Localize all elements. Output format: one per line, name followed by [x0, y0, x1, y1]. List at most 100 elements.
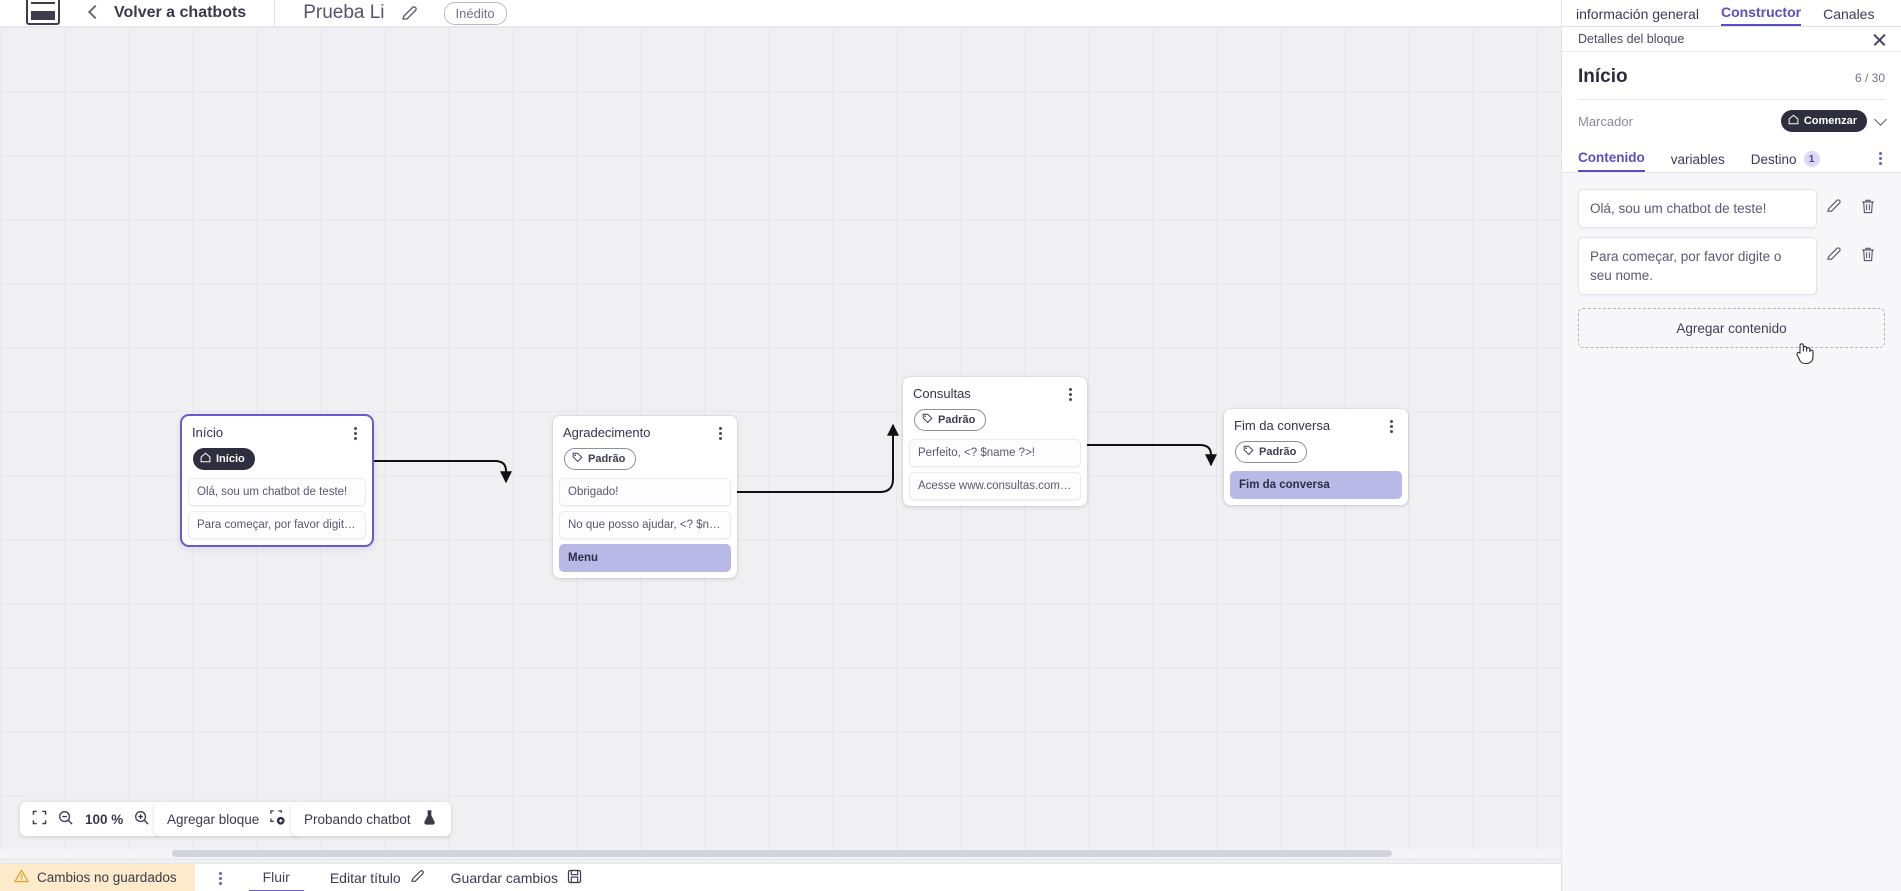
zoom-out-icon[interactable]: [58, 810, 74, 829]
char-counter: 6 / 30: [1854, 71, 1885, 85]
node-menu-icon[interactable]: [1063, 386, 1077, 402]
node-title: Agradecimento: [563, 425, 651, 440]
canvas-horizontal-scrollbar[interactable]: [0, 849, 1561, 858]
tab-variables[interactable]: variables: [1671, 152, 1725, 172]
chevron-down-icon[interactable]: [1874, 112, 1887, 126]
add-block-label: Agregar bloque: [167, 811, 260, 827]
unsaved-changes-indicator: Cambios no guardados: [0, 863, 195, 891]
tab-contenido[interactable]: Contenido: [1578, 150, 1645, 172]
node-messages: Olá, sou um chatbot de teste! Para começ…: [182, 478, 372, 539]
node-header: Agradecimento: [553, 416, 737, 441]
bot-title: Prueba Li: [303, 2, 385, 23]
node-title: Início: [192, 425, 224, 440]
tab-fluir[interactable]: Fluir: [248, 864, 304, 891]
page-title: Início: [1578, 66, 1628, 87]
node-tag-badge[interactable]: Início: [193, 448, 255, 470]
flow-canvas[interactable]: Início Início Olá, sou um chatbot de tes…: [0, 27, 1561, 863]
node-menu-icon[interactable]: [1384, 418, 1398, 434]
panel-body-header: Início 6 / 30 Marcador Comenzar: [1562, 52, 1901, 145]
node-menu-icon[interactable]: [348, 425, 362, 441]
home-icon: [200, 452, 211, 466]
pencil-icon[interactable]: [1817, 189, 1851, 214]
test-chatbot-button[interactable]: Probando chatbot: [291, 802, 451, 836]
tag-icon: [572, 452, 583, 466]
flow-node-inicio[interactable]: Início Início Olá, sou um chatbot de tes…: [182, 416, 372, 545]
node-tag-badge[interactable]: Padrão: [564, 448, 637, 470]
tab-informacion-general[interactable]: información general: [1576, 6, 1699, 22]
pencil-icon: [410, 869, 425, 887]
marcador-row: Marcador Comenzar: [1578, 100, 1887, 145]
kebab-menu-icon[interactable]: [213, 870, 227, 886]
tab-contenido-label: Contenido: [1578, 150, 1645, 165]
node-tag-row: Padrão: [553, 441, 737, 478]
trash-icon[interactable]: [1851, 237, 1885, 263]
pencil-icon[interactable]: [1817, 237, 1851, 262]
edit-title-button[interactable]: Editar título: [330, 869, 425, 887]
content-item-text[interactable]: Para começar, por favor digite o seu nom…: [1578, 237, 1817, 296]
marcador-badge[interactable]: Comenzar: [1780, 110, 1867, 132]
save-changes-label: Guardar cambios: [450, 869, 559, 886]
save-changes-button[interactable]: Guardar cambios: [451, 869, 582, 887]
scrollbar-thumb[interactable]: [172, 850, 1392, 857]
node-message[interactable]: Obrigado!: [559, 478, 731, 506]
tab-canales[interactable]: Canales: [1823, 6, 1875, 22]
content-item: Para começar, por favor digite o seu nom…: [1578, 237, 1885, 296]
flow-node-consultas[interactable]: Consultas Padrão Perfeito, <? $name ?>! …: [903, 377, 1087, 506]
kebab-menu-icon[interactable]: [1873, 150, 1887, 166]
tag-icon: [1243, 445, 1254, 459]
home-icon: [1788, 114, 1799, 128]
node-message[interactable]: No que posso ajudar, <? $name ...: [559, 511, 731, 539]
node-messages: Fim da conversa: [1224, 471, 1408, 499]
fit-screen-icon[interactable]: [32, 810, 47, 828]
flow-node-agradecimento[interactable]: Agradecimento Padrão Obrigado! No que po…: [553, 416, 737, 578]
node-tag-badge[interactable]: Padrão: [914, 409, 987, 431]
node-header: Início: [182, 416, 372, 441]
marcador-control[interactable]: Comenzar: [1780, 110, 1887, 132]
flow-node-fim-da-conversa[interactable]: Fim da conversa Padrão Fim da conversa: [1224, 409, 1408, 505]
tag-icon: [922, 413, 933, 427]
via-logo: [26, 0, 60, 25]
content-item: Olá, sou um chatbot de teste!: [1578, 189, 1885, 229]
status-bar: Cambios no guardados Fluir Editar título…: [0, 863, 1561, 891]
back-to-chatbots-link[interactable]: Volver a chatbots: [114, 4, 247, 21]
block-details-panel: información general Constructor Canales …: [1561, 0, 1901, 891]
add-block-button[interactable]: Agregar bloque: [154, 802, 300, 836]
node-menu-icon[interactable]: [713, 425, 727, 441]
panel-subheader: Detalles del bloque: [1562, 27, 1901, 52]
destino-count-badge: 1: [1803, 151, 1820, 167]
divider: [1578, 99, 1885, 100]
node-tag-label: Padrão: [1259, 446, 1297, 458]
save-disk-icon: [567, 869, 582, 887]
back-chevron-icon[interactable]: [87, 4, 103, 20]
node-message[interactable]: Fim da conversa: [1230, 471, 1402, 499]
node-messages: Perfeito, <? $name ?>! Acesse www.consul…: [903, 439, 1087, 500]
node-message[interactable]: Para começar, por favor digite o ...: [188, 511, 366, 539]
zoom-in-icon[interactable]: [134, 810, 150, 829]
node-message[interactable]: Olá, sou um chatbot de teste!: [188, 478, 366, 506]
zoom-toolbar: 100 %: [20, 802, 163, 836]
node-messages: Obrigado! No que posso ajudar, <? $name …: [553, 478, 737, 572]
node-tag-row: Início: [182, 441, 372, 478]
tab-constructor[interactable]: Constructor: [1720, 4, 1802, 26]
node-message[interactable]: Menu: [559, 544, 731, 572]
zoom-level: 100 %: [85, 811, 124, 827]
node-message[interactable]: Perfeito, <? $name ?>!: [909, 439, 1081, 467]
node-header: Fim da conversa: [1224, 409, 1408, 434]
tab-destino[interactable]: Destino 1: [1751, 151, 1820, 172]
add-block-icon: [269, 809, 286, 829]
content-item-text[interactable]: Olá, sou um chatbot de teste!: [1578, 189, 1817, 229]
close-icon[interactable]: [1872, 32, 1887, 47]
tab-destino-label: Destino: [1750, 151, 1797, 167]
add-content-button[interactable]: Agregar contenido: [1578, 308, 1885, 349]
pencil-icon[interactable]: [401, 5, 418, 22]
node-title: Fim da conversa: [1234, 418, 1331, 433]
node-tag-badge[interactable]: Padrão: [1235, 441, 1308, 463]
trash-icon[interactable]: [1851, 189, 1885, 215]
node-message[interactable]: Acesse www.consultas.com par...: [909, 472, 1081, 500]
marcador-label: Marcador: [1578, 113, 1633, 129]
node-title: Consultas: [913, 386, 971, 401]
test-chatbot-label: Probando chatbot: [304, 811, 411, 827]
panel-subheader-title: Detalles del bloque: [1578, 32, 1685, 46]
node-tag-row: Padrão: [1224, 434, 1408, 471]
